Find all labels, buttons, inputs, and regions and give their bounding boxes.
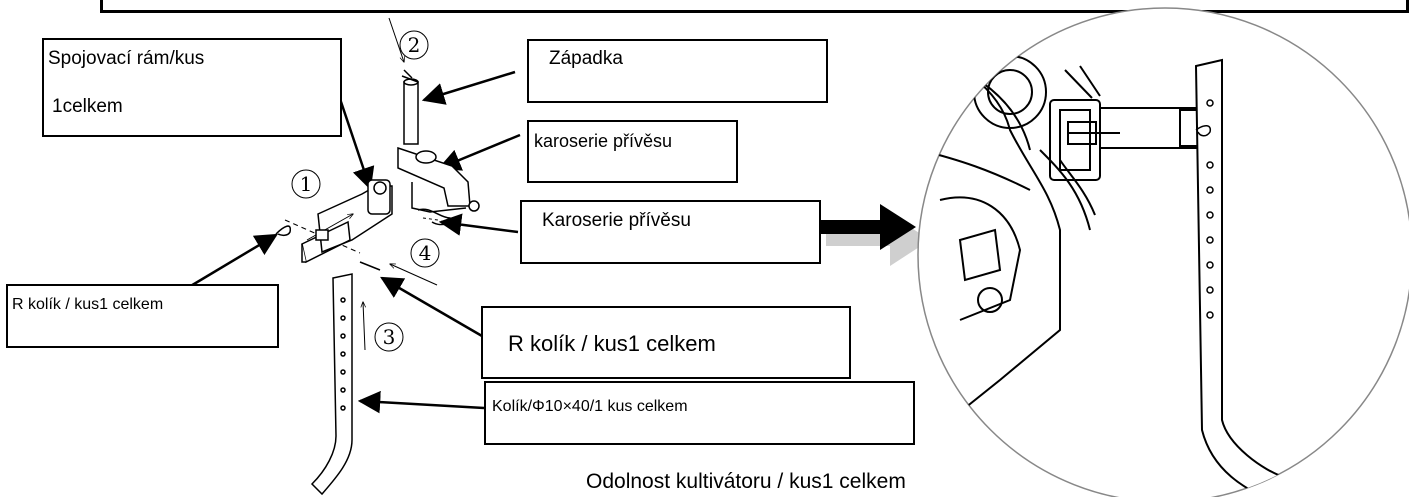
trailer-bracket-part [397,146,480,226]
connecting-frame-label-line2: 1celkem [52,96,123,117]
trailer-body-label-2: Karoserie přívěsu [542,210,691,231]
latch-label: Západka [549,48,623,69]
leader-latch [421,70,516,105]
arrow-right-icon [820,204,930,266]
r-pin-left-box [6,284,279,348]
callout-numbers: 1 2 3 4 [300,33,432,349]
connecting-frame-label-line1: Spojovací rám/kus [48,48,205,69]
connecting-frame-box [42,38,342,137]
latch-box [527,39,828,103]
r-pin-right-box [481,306,851,379]
callout-1: 1 [300,172,313,196]
r-pin-left-label: R kolík / kus1 celkem [12,296,164,313]
pin-spec-label: Kolík/Φ10×40/1 kus celkem [492,398,688,415]
r-pin-right-label: R kolík / kus1 celkem [508,331,716,356]
top-frame-border [100,0,1409,13]
cultivator-tine-part [310,273,353,496]
connecting-frame-part [301,179,393,264]
leader-r-pin-left [188,233,278,289]
leader-trailer-body-1 [437,133,521,171]
magnified-detail [917,7,1409,497]
callout-2: 2 [408,33,421,57]
leader-pin-spec [357,390,485,414]
leader-r-pin-right [380,276,483,338]
leader-arrows [188,70,521,414]
trailer-body-box-2 [520,200,821,264]
callout-4: 4 [419,241,432,265]
r-pin-part [275,225,381,271]
caption: Odolnost kultivátoru / kus1 celkem [586,470,906,493]
callout-circles [291,30,440,352]
pin-spec-box [484,381,915,445]
trailer-body-box-1 [527,120,738,183]
callout-3: 3 [383,325,396,349]
leader-trailer-body-2 [438,213,519,236]
latch-part [401,69,419,145]
trailer-body-label-1: karoserie přívěsu [534,131,673,151]
